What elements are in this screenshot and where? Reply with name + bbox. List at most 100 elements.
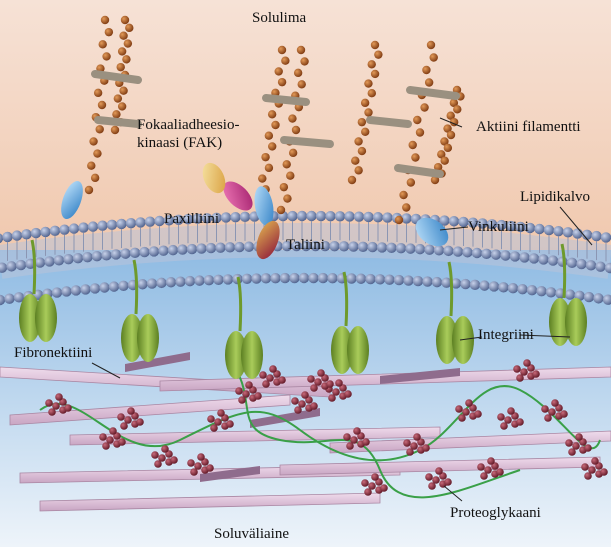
lipid-head-inner [595, 261, 606, 272]
lipid-head-inner [101, 250, 112, 261]
lipid-head-lower [479, 280, 490, 291]
proteoglycan-bead [154, 460, 162, 468]
lipid-head-outer [382, 212, 393, 223]
lipid-head-outer [344, 211, 355, 222]
lipid-head-lower [89, 283, 101, 294]
proteoglycan-backbone-2 [229, 359, 521, 499]
proteoglycan-bead [565, 439, 573, 447]
actin-bead [415, 128, 425, 137]
lipid-head-inner [433, 245, 445, 256]
proteoglycan-bead [48, 408, 56, 416]
actin-bead [282, 160, 291, 169]
actin-bead [430, 175, 440, 185]
actin-crosslink-1 [91, 70, 142, 84]
lipid-head-lower [203, 274, 215, 286]
lipid-head-outer [106, 219, 118, 231]
lipid-head-inner [338, 241, 350, 252]
proteoglycan-bead [278, 376, 286, 384]
actin-bead [364, 79, 373, 88]
proteoglycan-bead [523, 359, 531, 367]
actin-bead [443, 143, 453, 153]
lipid-head-outer [467, 217, 479, 228]
lipid-head-lower [156, 277, 167, 289]
lipid-head-outer [135, 217, 146, 228]
proteoglycan-bead [432, 476, 440, 484]
proteoglycan-bead [353, 427, 361, 435]
actin-bead [102, 52, 111, 61]
lipid-head-outer [325, 210, 336, 222]
lipid-head-outer [591, 230, 602, 242]
lipid-head-lower [279, 272, 291, 284]
vinculin-middle [254, 186, 274, 226]
label-talin: Taliini [286, 237, 325, 253]
integrin-beta [35, 294, 57, 342]
lipid-head-outer [125, 217, 137, 229]
proteoglycan-bead [496, 468, 504, 476]
actin-bead [453, 105, 462, 114]
lipid-head-inner [110, 249, 122, 260]
proteoglycan-bead [332, 388, 340, 396]
proteoglycan-cluster-10 [361, 473, 388, 496]
lipid-head-inner [424, 244, 435, 255]
proteoglycan-bead [310, 384, 318, 392]
proteoglycan-bead [541, 405, 549, 413]
lipid-head-lower [488, 281, 500, 292]
lipid-head-outer [401, 213, 412, 224]
lipid-head-inner [72, 252, 84, 264]
proteoglycan-bead [99, 433, 107, 441]
lipid-head-lower [251, 273, 262, 284]
actin-bead [399, 190, 408, 200]
talin [256, 220, 280, 260]
actin-bead [125, 23, 134, 33]
adhesion-proteins [61, 162, 449, 260]
lipid-head-lower [308, 272, 319, 284]
actin-crosslink-2 [94, 116, 142, 128]
actin-bead [296, 45, 306, 55]
lipid-head-outer [30, 227, 42, 239]
proteoglycan-cluster-20 [307, 369, 334, 392]
lipid-head-inner [148, 246, 160, 257]
lipid-head-inner [405, 243, 416, 254]
proteoglycan-bead [335, 379, 343, 387]
proteoglycan-bead [484, 466, 492, 474]
lipid-head-inner [177, 244, 188, 255]
lipid-head-outer [0, 233, 4, 244]
integrin-beta [347, 326, 369, 374]
proteoglycan-bead [455, 405, 463, 413]
proteoglycan-bead [245, 381, 253, 389]
actin-bead [374, 50, 383, 59]
fibronectin-dark-2 [250, 408, 320, 428]
fibronectin-dark-4 [200, 466, 260, 482]
proteoglycan-bead [307, 375, 315, 383]
lipid-head-outer [59, 224, 70, 235]
actin-bead [354, 166, 363, 175]
fibronectin-band-8 [39, 492, 381, 512]
leader-actin [439, 117, 463, 128]
proteoglycan-bead [361, 479, 369, 487]
actin-bead [283, 194, 292, 203]
proteoglycan-bead [64, 404, 72, 412]
lipid-head-outer [192, 213, 203, 224]
lipid-head-inner [452, 246, 464, 257]
lipid-head-lower [270, 273, 281, 284]
actin-bead [110, 125, 120, 135]
proteoglycan-bead [513, 365, 521, 373]
lipid-head-inner [509, 251, 521, 262]
proteoglycan-bead [588, 466, 596, 474]
proteoglycan-bead [326, 380, 334, 388]
actin-bead [90, 173, 100, 183]
actin-bead [122, 55, 131, 64]
integrin-stalk [342, 271, 349, 327]
lipid-head-outer [296, 210, 308, 222]
lipid-head-outer [458, 216, 469, 228]
lipid-head-inner [15, 259, 27, 271]
proteoglycan-bead [242, 390, 250, 398]
leader-proteoglycan [443, 485, 463, 502]
proteoglycan-cluster-15 [513, 359, 540, 382]
lipid-head-lower [213, 274, 224, 285]
actin-bead [84, 185, 94, 195]
proteoglycan-bead [465, 399, 473, 407]
lipid-head-outer [315, 210, 327, 222]
actin-crosslink-5 [366, 116, 412, 128]
label-proteoglycan: Proteoglykaani [450, 505, 541, 521]
